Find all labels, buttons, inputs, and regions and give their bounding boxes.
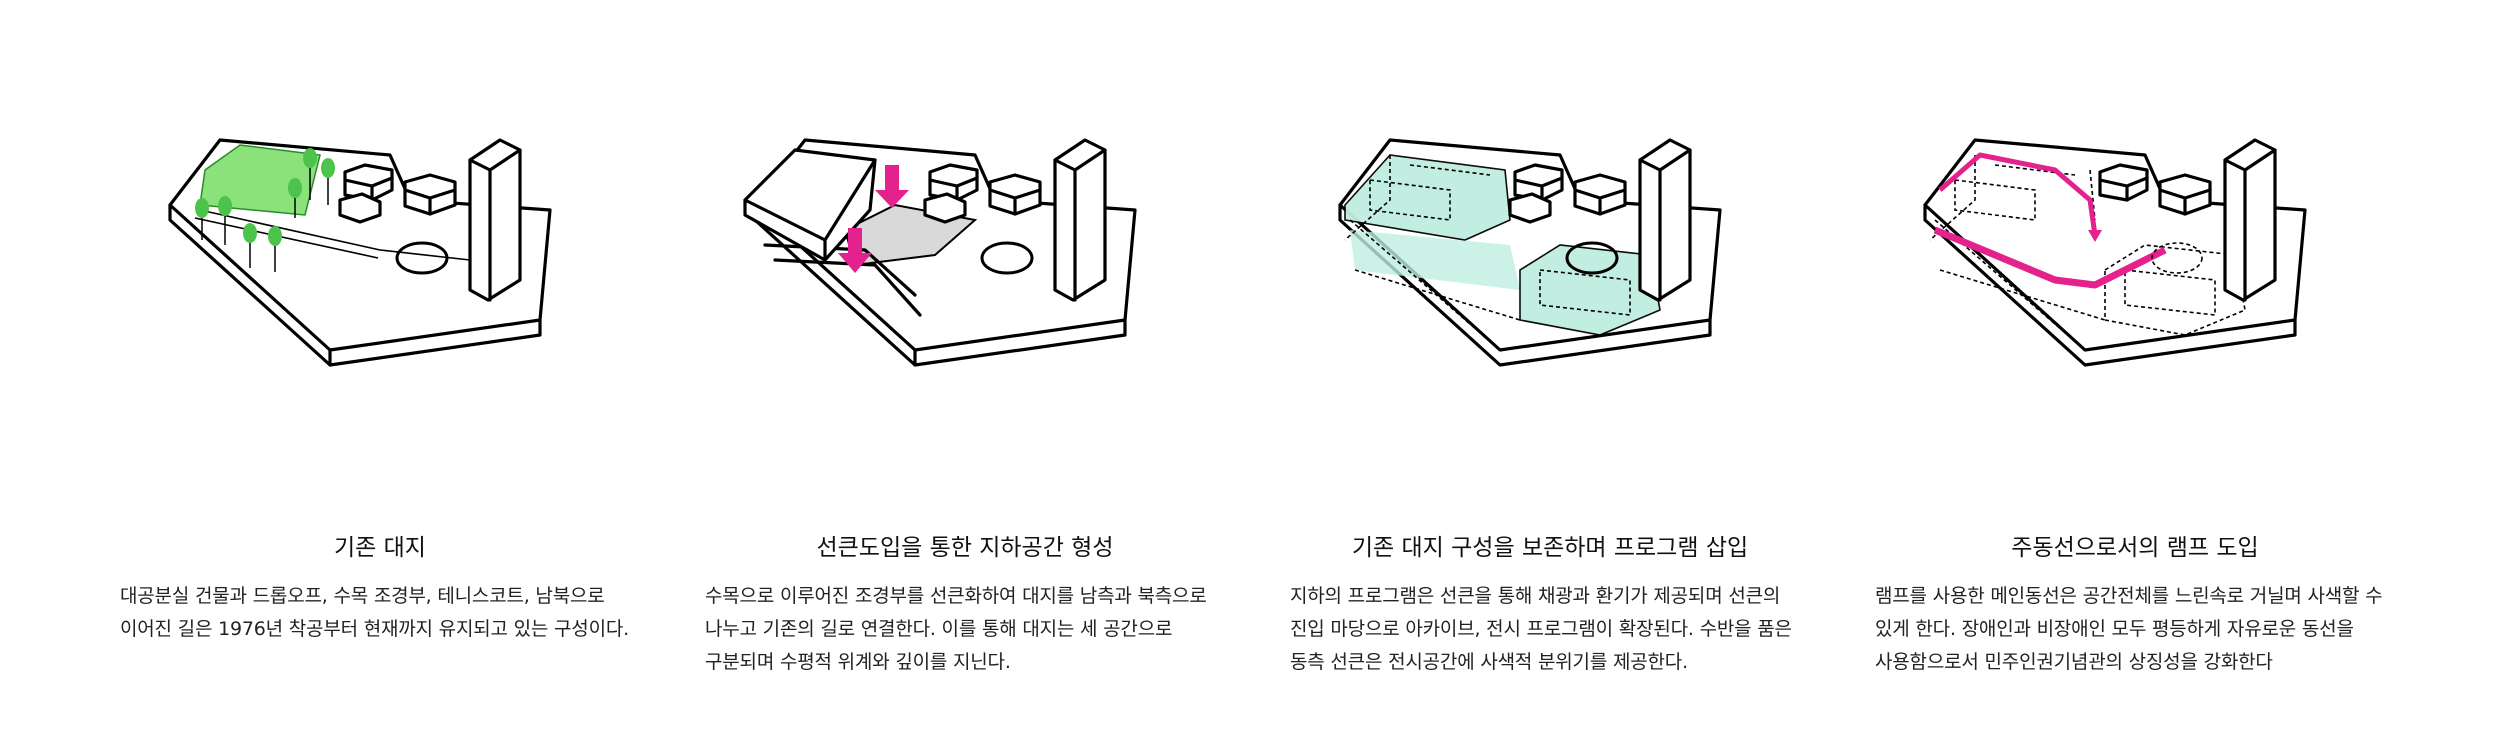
arrow-down-icon [2088, 230, 2102, 242]
panel-ramp: 주동선으로서의 램프 도입 램프를 사용한 메인동선은 공간전체를 느린속로 거… [1855, 0, 2415, 735]
panel-existing-site: 기존 대지 대공분실 건물과 드롭오프, 수목 조경부, 테니스코트, 남북으로… [100, 0, 660, 735]
panel-description: 램프를 사용한 메인동선은 공간전체를 느린속로 거닐며 사색할 수 있게 한다… [1875, 585, 2383, 673]
diagram-existing-site [168, 138, 552, 367]
ramp-path [1933, 226, 2167, 289]
panel-sunken: 선큰도입을 통한 지하공간 형성 수목으로 이루어진 조경부를 선큰화하여 대지… [685, 0, 1245, 735]
diagram-ramp [1923, 138, 2307, 367]
diagram-program [1338, 138, 1722, 367]
panel-title: 선큰도입을 통한 지하공간 형성 [816, 535, 1114, 561]
panel-description: 지하의 프로그램은 선큰을 통해 채광과 환기가 제공되며 선큰의 진입 마당으… [1290, 585, 1792, 673]
panel-description: 수목으로 이루어진 조경부를 선큰화하여 대지를 남측과 북측으로 나누고 기존… [705, 585, 1207, 673]
tree-icon [195, 148, 335, 272]
diagram-sunken [743, 138, 1137, 367]
panel-program: 기존 대지 구성을 보존하며 프로그램 삽입 지하의 프로그램은 선큰을 통해 … [1270, 0, 1830, 735]
tower-block [468, 138, 522, 302]
panel-title: 기존 대지 [334, 535, 426, 561]
ramp-path [1938, 152, 2098, 236]
panel-title: 기존 대지 구성을 보존하며 프로그램 삽입 [1351, 535, 1749, 561]
program-volume [1519, 244, 1661, 336]
arrow-down-icon [838, 165, 909, 273]
tennis-court [395, 241, 449, 275]
panel-description: 대공분실 건물과 드롭오프, 수목 조경부, 테니스코트, 남북으로 이어진 길… [120, 585, 629, 640]
panel-title: 주동선으로서의 램프 도입 [2011, 535, 2259, 561]
